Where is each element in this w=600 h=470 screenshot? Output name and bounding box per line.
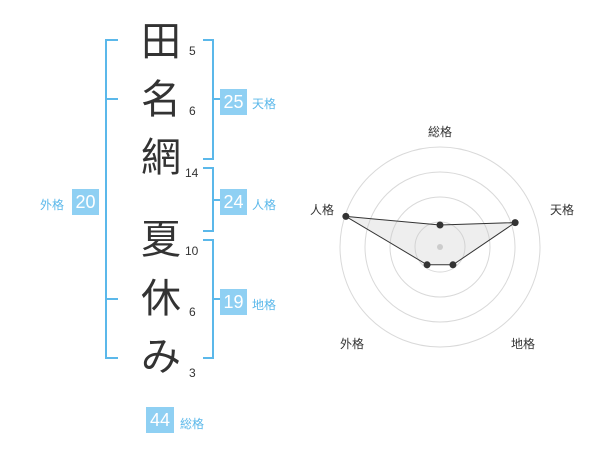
given-char-3: み [141, 334, 181, 380]
given-strokes-1: 10 [185, 244, 199, 258]
surname-strokes-1: 5 [189, 44, 196, 58]
radar-point-3 [423, 261, 431, 269]
radar-ring-2 [389, 196, 491, 298]
jinkaku-label: 人格 [252, 198, 277, 212]
tenkaku-label: 天格 [252, 97, 277, 111]
jinkaku-value: 24 [220, 189, 247, 215]
given-char-1: 夏 [141, 217, 181, 263]
radar-axis-label-tenkaku: 天格 [550, 203, 575, 217]
gaikaku-value: 20 [72, 189, 99, 215]
radar-ring-4 [339, 146, 541, 348]
radar-point-0 [436, 221, 444, 229]
surname-char-3: 網 [141, 135, 181, 181]
tenkaku-value: 25 [220, 89, 247, 115]
radar-axis-label-gaikaku: 外格 [340, 337, 365, 351]
radar-axis-label-chikaku: 地格 [511, 337, 536, 351]
given-strokes-2: 6 [189, 305, 196, 319]
radar-axis-label-jinkaku: 人格 [310, 203, 335, 217]
radar-ring-3 [364, 171, 516, 323]
chikaku-label: 地格 [252, 298, 277, 312]
given-strokes-3: 3 [189, 366, 196, 380]
surname-char-1: 田 [141, 19, 181, 65]
radar-axis-label-soukaku: 総格 [428, 125, 453, 139]
radar-polygon [345, 215, 517, 266]
radar-point-4 [342, 212, 350, 220]
chikaku-value: 19 [220, 289, 247, 315]
surname-strokes-2: 6 [189, 104, 196, 118]
given-char-2: 休 [141, 276, 181, 322]
radar-center-dot [437, 244, 443, 250]
soukaku-label: 総格 [180, 417, 205, 431]
surname-char-2: 名 [141, 77, 181, 123]
gaikaku-bracket [105, 39, 118, 359]
radar-point-2 [449, 261, 457, 269]
gaikaku-label: 外格 [40, 198, 65, 212]
soukaku-value: 44 [146, 407, 174, 433]
radar-point-1 [511, 219, 519, 227]
surname-strokes-3: 14 [185, 166, 199, 180]
